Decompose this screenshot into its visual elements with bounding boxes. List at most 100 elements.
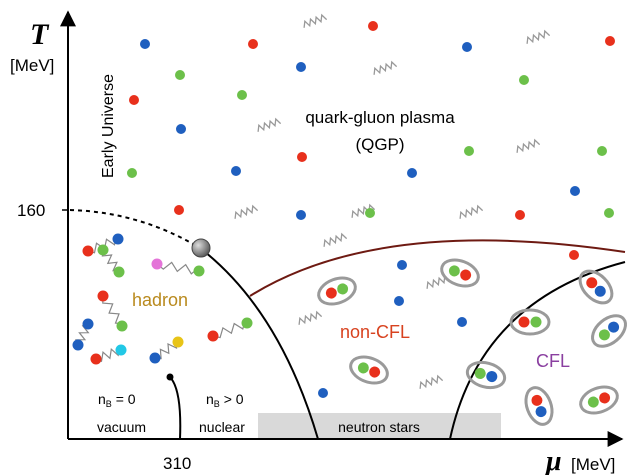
hadron-quark-dot: [241, 317, 253, 329]
cooper-pair: [578, 269, 614, 305]
quark-dot: [297, 152, 307, 162]
quark-dot: [174, 205, 184, 215]
quark-dot: [605, 36, 615, 46]
cooper-pair: [591, 314, 627, 348]
hadron-quark-dot: [116, 320, 128, 332]
cooper-quark-dot: [530, 316, 542, 328]
y-axis-symbol: T: [30, 18, 50, 51]
cooper-pair: [524, 386, 554, 426]
hadron-quark-dot: [97, 244, 109, 256]
cooper-pair: [317, 276, 357, 306]
quark-dot: [237, 90, 247, 100]
cooper-pair-outline: [579, 385, 619, 415]
early-universe-label: Early Universe: [100, 74, 117, 178]
quark-dot: [457, 317, 467, 327]
cooper-pair-outline: [317, 276, 357, 306]
quark-dot: [231, 166, 241, 176]
hadron-quark-dot: [82, 245, 94, 257]
quark-dot: [127, 168, 137, 178]
cfl-boundary: [449, 261, 626, 440]
quark-dot: [365, 208, 375, 218]
cooper-quark-dot: [486, 371, 498, 383]
quark-dot: [604, 208, 614, 218]
cooper-quark-dot: [474, 367, 486, 379]
meson-string: [212, 319, 247, 339]
quark-dot: [368, 21, 378, 31]
nuclear-endpoint: [166, 373, 174, 381]
qgp-label-line1: quark-gluon plasma: [305, 108, 455, 127]
hadron-quark-dot: [193, 265, 205, 277]
nb-positive-label: nB > 0: [206, 391, 244, 409]
nuclear-label: nuclear: [199, 419, 245, 435]
quark-dot: [129, 95, 139, 105]
gluon-squiggles: [234, 13, 551, 389]
gluon-squiggle: [257, 117, 282, 132]
gluon-squiggle: [373, 60, 398, 75]
crossover-line: [69, 209, 201, 249]
cooper-quark-dot: [594, 285, 606, 297]
meson-string: [156, 261, 201, 275]
cooper-pair-outline: [524, 386, 554, 426]
gluon-squiggle: [298, 310, 323, 325]
cooper-quark-dot: [598, 329, 610, 341]
cooper-quark-dot: [325, 287, 337, 299]
quark-dot: [464, 146, 474, 156]
neutron-stars-label: neutron stars: [338, 419, 420, 435]
cfl-label: CFL: [536, 351, 570, 371]
quark-dot: [140, 39, 150, 49]
hadron-boundary: [199, 247, 319, 440]
neutron-stars-band: [258, 413, 501, 439]
x-axis-unit: [MeV]: [571, 455, 615, 474]
hadron-quark-dot: [172, 336, 184, 348]
cooper-pair-outline: [349, 355, 389, 385]
hadron-mesons: [72, 233, 253, 365]
meson-string: [95, 346, 121, 363]
cooper-pair: [579, 385, 619, 415]
quark-dot: [515, 210, 525, 220]
meson-string: [102, 295, 126, 325]
x-axis-symbol: μ: [544, 446, 562, 475]
quark-dot: [248, 39, 258, 49]
cooper-quark-dot: [531, 394, 543, 406]
hadron-quark-dot: [97, 290, 109, 302]
hadron-quark-dot: [149, 352, 161, 364]
quark-dot: [318, 388, 328, 398]
quark-dot: [394, 296, 404, 306]
hadron-quark-dot: [115, 344, 127, 356]
quark-dot: [569, 250, 579, 260]
quark-dot: [296, 62, 306, 72]
hadron-quark-dot: [151, 258, 163, 270]
hadron-quark-dot: [112, 233, 124, 245]
critical-point: [191, 238, 211, 258]
hadron-quark-dot: [82, 318, 94, 330]
meson-string: [101, 249, 123, 272]
gluon-squiggle: [234, 204, 259, 219]
quark-dot: [519, 75, 529, 85]
gluon-squiggle: [516, 138, 541, 153]
hadron-quark-dot: [72, 339, 84, 351]
cooper-quark-dot: [535, 406, 547, 418]
cooper-quark-dot: [587, 396, 599, 408]
cooper-quark-dot: [357, 362, 369, 374]
cooper-pair: [440, 258, 480, 288]
cooper-quark-dot: [448, 265, 460, 277]
vacuum-label: vacuum: [97, 419, 146, 435]
quark-dot: [175, 70, 185, 80]
gluon-squiggle: [526, 29, 551, 44]
cooper-quark-dot: [337, 283, 349, 295]
gluon-squiggle: [351, 203, 376, 218]
color-superconductor-boundary: [249, 239, 626, 297]
cooper-pair-outline: [465, 360, 507, 390]
meson-string: [154, 338, 178, 360]
quark-dot: [597, 146, 607, 156]
meson-string: [74, 323, 90, 348]
gluon-squiggle: [323, 232, 348, 247]
cooper-pairs: [317, 258, 627, 426]
hadron-quark-dot: [113, 266, 125, 278]
cooper-quark-dot: [518, 316, 530, 328]
quark-dots: [127, 21, 615, 398]
y-tick-label: 160: [17, 201, 45, 220]
quark-dot: [462, 42, 472, 52]
cooper-quark-dot: [599, 392, 611, 404]
